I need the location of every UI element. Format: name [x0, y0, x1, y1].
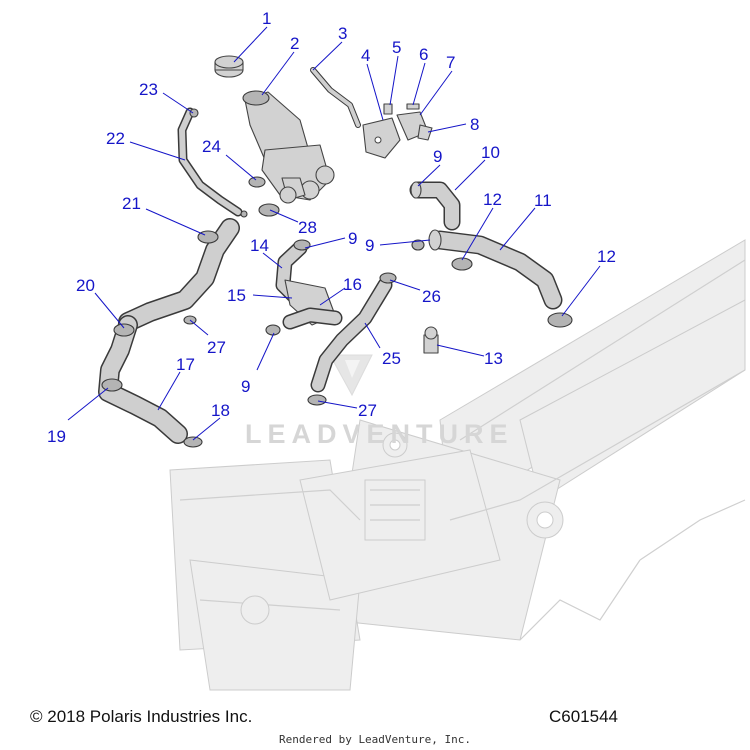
callout-25: 25 — [382, 349, 401, 368]
callout-14: 14 — [250, 236, 269, 255]
callout-6: 6 — [419, 45, 428, 64]
callout-2: 2 — [290, 34, 299, 53]
callout-18: 18 — [211, 401, 230, 420]
callout-20: 20 — [76, 276, 95, 295]
part-24-28-clamps — [240, 176, 280, 218]
callout-19: 19 — [47, 427, 66, 446]
part-12-clamps — [451, 257, 573, 328]
callout-9a: 9 — [433, 147, 442, 166]
callout-9c: 9 — [348, 229, 357, 248]
part-4-8-bracket-assembly — [362, 103, 433, 159]
part-25-hose — [307, 272, 397, 406]
callout-21: 21 — [122, 194, 141, 213]
callout-27b: 27 — [358, 401, 377, 420]
callout-4: 4 — [361, 46, 370, 65]
part-13-fitting — [423, 326, 439, 354]
callout-9b: 9 — [365, 236, 374, 255]
callout-28: 28 — [298, 218, 317, 237]
part-17-21-lower-hose — [98, 218, 240, 444]
callout-17: 17 — [176, 355, 195, 374]
part-11-long-hose — [428, 229, 563, 310]
callout-10: 10 — [481, 143, 500, 162]
callout-13: 13 — [484, 349, 503, 368]
callout-22: 22 — [106, 129, 125, 148]
part-14-16-pump-hoses — [275, 239, 343, 330]
callout-23: 23 — [139, 80, 158, 99]
callout-1: 1 — [262, 9, 271, 28]
callout-26: 26 — [422, 287, 441, 306]
callout-16: 16 — [343, 275, 362, 294]
rendered-by-credit: Rendered by LeadVenture, Inc. — [278, 733, 472, 746]
callout-5: 5 — [392, 38, 401, 57]
part-10-elbow-hose — [409, 181, 461, 231]
part-1-cap — [214, 55, 244, 78]
copyright-notice: © 2018 Polaris Industries Inc. — [30, 707, 253, 726]
callout-15: 15 — [227, 286, 246, 305]
callout-24: 24 — [202, 137, 221, 156]
callout-3: 3 — [338, 24, 347, 43]
callout-27a: 27 — [207, 338, 226, 357]
watermark-text: LEADVENTURE — [245, 419, 514, 449]
leadventure-watermark: LEADVENTURE — [245, 354, 514, 449]
part-2-reservoir-housing — [242, 90, 335, 204]
callout-11: 11 — [534, 191, 552, 210]
diagram-id: C601544 — [549, 707, 619, 726]
callout-7: 7 — [446, 53, 455, 72]
callout-8: 8 — [470, 115, 479, 134]
part-22-bypass-hose — [177, 107, 243, 217]
callout-9d: 9 — [241, 377, 250, 396]
callouts: 1 2 3 4 5 6 7 8 9 10 11 12 12 13 14 9 15 — [47, 9, 616, 446]
part-3-vent-hose — [310, 67, 361, 128]
chassis-frame-background — [169, 239, 746, 691]
callout-12a: 12 — [483, 190, 502, 209]
callout-12b: 12 — [597, 247, 616, 266]
